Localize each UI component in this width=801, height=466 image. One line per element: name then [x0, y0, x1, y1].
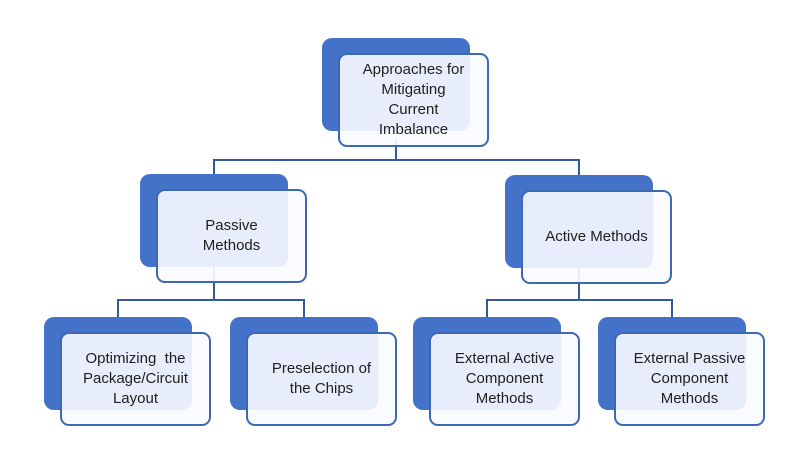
- node-preselection-chips: Preselection of the Chips: [230, 317, 397, 426]
- node-label: External Active Component Methods: [454, 350, 555, 407]
- node-label: Preselection of the Chips: [271, 360, 372, 397]
- node-front-panel: Active Methods: [521, 190, 672, 284]
- node-label: Active Methods: [545, 228, 648, 245]
- node-front-panel: Optimizing the Package/Circuit Layout: [60, 332, 211, 426]
- node-front-panel: Preselection of the Chips: [246, 332, 397, 426]
- node-front-panel: External Passive Component Methods: [614, 332, 765, 426]
- node-front-panel: External Active Component Methods: [429, 332, 580, 426]
- node-label: Optimizing the Package/Circuit Layout: [82, 350, 189, 407]
- connector-level1-bar: [213, 159, 580, 161]
- node-external-passive: External Passive Component Methods: [598, 317, 765, 426]
- node-external-active: External Active Component Methods: [413, 317, 580, 426]
- node-label: Approaches for Mitigating Current Imbala…: [362, 61, 465, 138]
- node-label: Passive Methods: [202, 217, 261, 254]
- node-front-panel: Approaches for Mitigating Current Imbala…: [338, 53, 489, 147]
- node-optimizing-layout: Optimizing the Package/Circuit Layout: [44, 317, 211, 426]
- connector-active-children-bar: [486, 299, 673, 301]
- node-approaches-root: Approaches for Mitigating Current Imbala…: [322, 38, 489, 147]
- node-front-panel: Passive Methods: [156, 189, 307, 283]
- connector-passive-children-bar: [117, 299, 305, 301]
- node-passive-methods: Passive Methods: [140, 174, 307, 283]
- connector-root-stem: [395, 140, 397, 161]
- node-active-methods: Active Methods: [505, 175, 672, 284]
- node-label: External Passive Component Methods: [633, 350, 746, 407]
